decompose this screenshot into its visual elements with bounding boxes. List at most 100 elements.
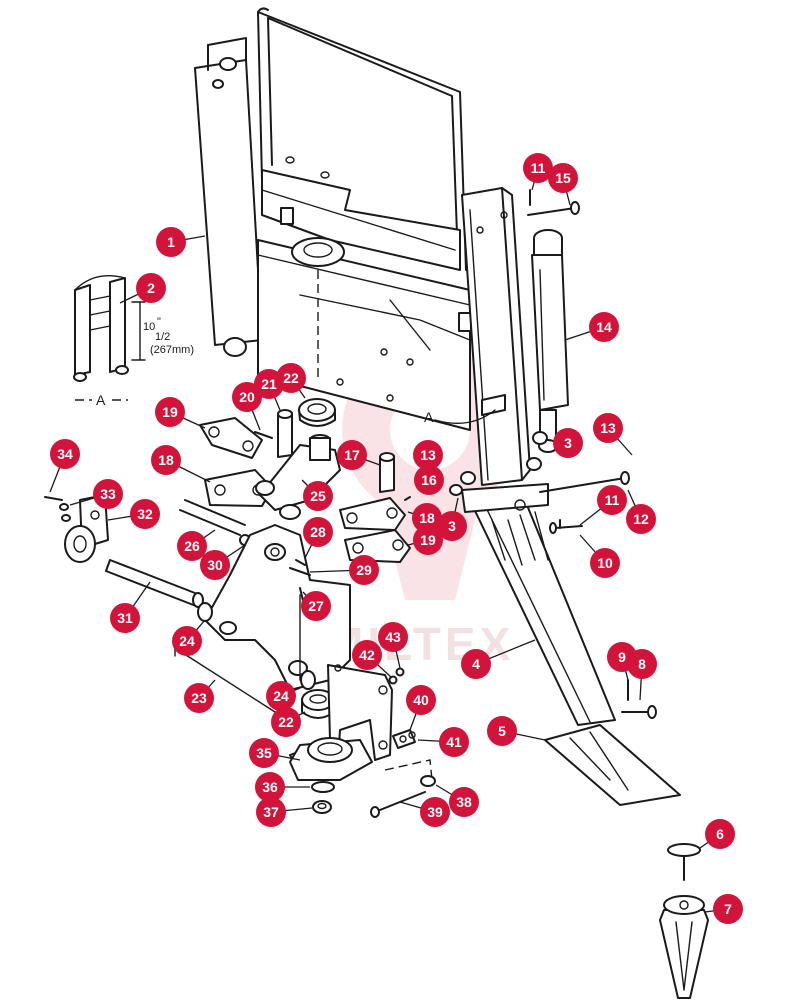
callout-circle (627, 649, 657, 679)
callout-circle (155, 397, 185, 427)
callout-circle (110, 603, 140, 633)
callout-number: 8 (638, 656, 646, 672)
callout-number: 35 (256, 745, 272, 761)
callout-circle (249, 738, 279, 768)
callout-number: 40 (413, 692, 429, 708)
callout-19: 19 (155, 397, 206, 429)
callout-number: 29 (356, 562, 372, 578)
callout-8: 8 (627, 649, 657, 701)
callout-number: 22 (283, 370, 299, 386)
callout-1: 1 (156, 227, 206, 257)
callout-22: 22 (271, 707, 306, 737)
callout-circle (413, 440, 443, 470)
callout-number: 11 (531, 160, 546, 176)
callout-circle (151, 445, 181, 475)
callout-28: 28 (303, 517, 333, 559)
callout-circle (523, 153, 553, 183)
callout-2: 2 (119, 273, 166, 304)
callout-number: 31 (117, 610, 133, 626)
callout-3: 3 (544, 428, 583, 458)
callout-number: 28 (310, 524, 326, 540)
callout-27: 27 (301, 591, 331, 621)
callout-circle (255, 772, 285, 802)
callout-number: 34 (57, 446, 73, 462)
callout-circle (705, 819, 735, 849)
callout-circle (256, 797, 286, 827)
callout-23: 23 (184, 679, 216, 713)
callout-number: 12 (633, 511, 649, 527)
callout-40: 40 (406, 685, 436, 731)
callout-number: 39 (427, 804, 443, 820)
callout-38: 38 (435, 784, 479, 817)
callout-circle (177, 531, 207, 561)
callout-number: 19 (162, 404, 178, 420)
callout-11: 11 (579, 485, 627, 526)
callout-number: 30 (207, 557, 223, 573)
callout-number: 20 (239, 389, 255, 405)
callout-number: 10 (597, 555, 613, 571)
callout-36: 36 (255, 772, 310, 802)
callout-7: 7 (704, 894, 743, 924)
callout-number: 26 (184, 538, 200, 554)
callout-30: 30 (200, 544, 246, 580)
callout-3: 3 (437, 497, 467, 541)
callout-number: 18 (419, 510, 435, 526)
callout-number: 32 (137, 506, 153, 522)
callout-circle (461, 649, 491, 679)
callout-circle (276, 363, 306, 393)
callout-circle (590, 548, 620, 578)
callout-circle (449, 787, 479, 817)
callout-39: 39 (399, 797, 450, 827)
callout-circle (156, 227, 186, 257)
callout-18: 18 (407, 503, 442, 533)
callout-circle (548, 163, 578, 193)
callout-circle (50, 439, 80, 469)
callout-circle (172, 626, 202, 656)
callout-circle (200, 550, 230, 580)
callout-26: 26 (177, 529, 216, 561)
callout-number: 15 (555, 170, 571, 186)
callout-circle (597, 485, 627, 515)
callout-number: 19 (420, 532, 436, 548)
callout-number: 2 (147, 280, 155, 296)
callout-11: 11 (523, 153, 553, 191)
callout-number: 42 (359, 647, 375, 663)
callout-number: 9 (618, 649, 626, 665)
callout-circle (414, 465, 444, 495)
inset-dim-whole: 10 (143, 321, 155, 333)
callout-4: 4 (461, 639, 536, 679)
callout-31: 31 (110, 581, 151, 633)
callout-circle (406, 685, 436, 715)
callout-29: 29 (309, 555, 379, 585)
callout-number: 17 (344, 447, 360, 463)
callout-number: 1 (167, 234, 175, 250)
callout-number: 3 (564, 435, 572, 451)
callout-circle (130, 499, 160, 529)
callout-circle (136, 273, 166, 303)
section-view-label: A (424, 409, 434, 425)
shank-assembly (449, 431, 681, 806)
callout-number: 41 (446, 734, 462, 750)
callout-circle (271, 707, 301, 737)
callout-circle (626, 504, 656, 534)
inset-dim-metric: (267mm) (150, 344, 194, 356)
callout-number: 4 (472, 656, 480, 672)
callout-circle (553, 428, 583, 458)
callout-42: 42 (352, 640, 393, 679)
callout-circle (437, 511, 467, 541)
callout-12: 12 (626, 489, 656, 534)
callout-14: 14 (564, 312, 619, 342)
callout-17: 17 (337, 440, 381, 470)
callout-10: 10 (579, 534, 620, 578)
callout-number: 5 (498, 723, 506, 739)
hydraulic-cylinder (527, 189, 580, 453)
callout-number: 7 (724, 901, 732, 917)
callout-circle (420, 797, 450, 827)
callout-circle (337, 440, 367, 470)
inset-dim-frac: 1/2 (155, 331, 170, 343)
callout-number: 6 (716, 826, 724, 842)
callout-number: 22 (278, 714, 294, 730)
callout-16: 16 (414, 465, 444, 495)
